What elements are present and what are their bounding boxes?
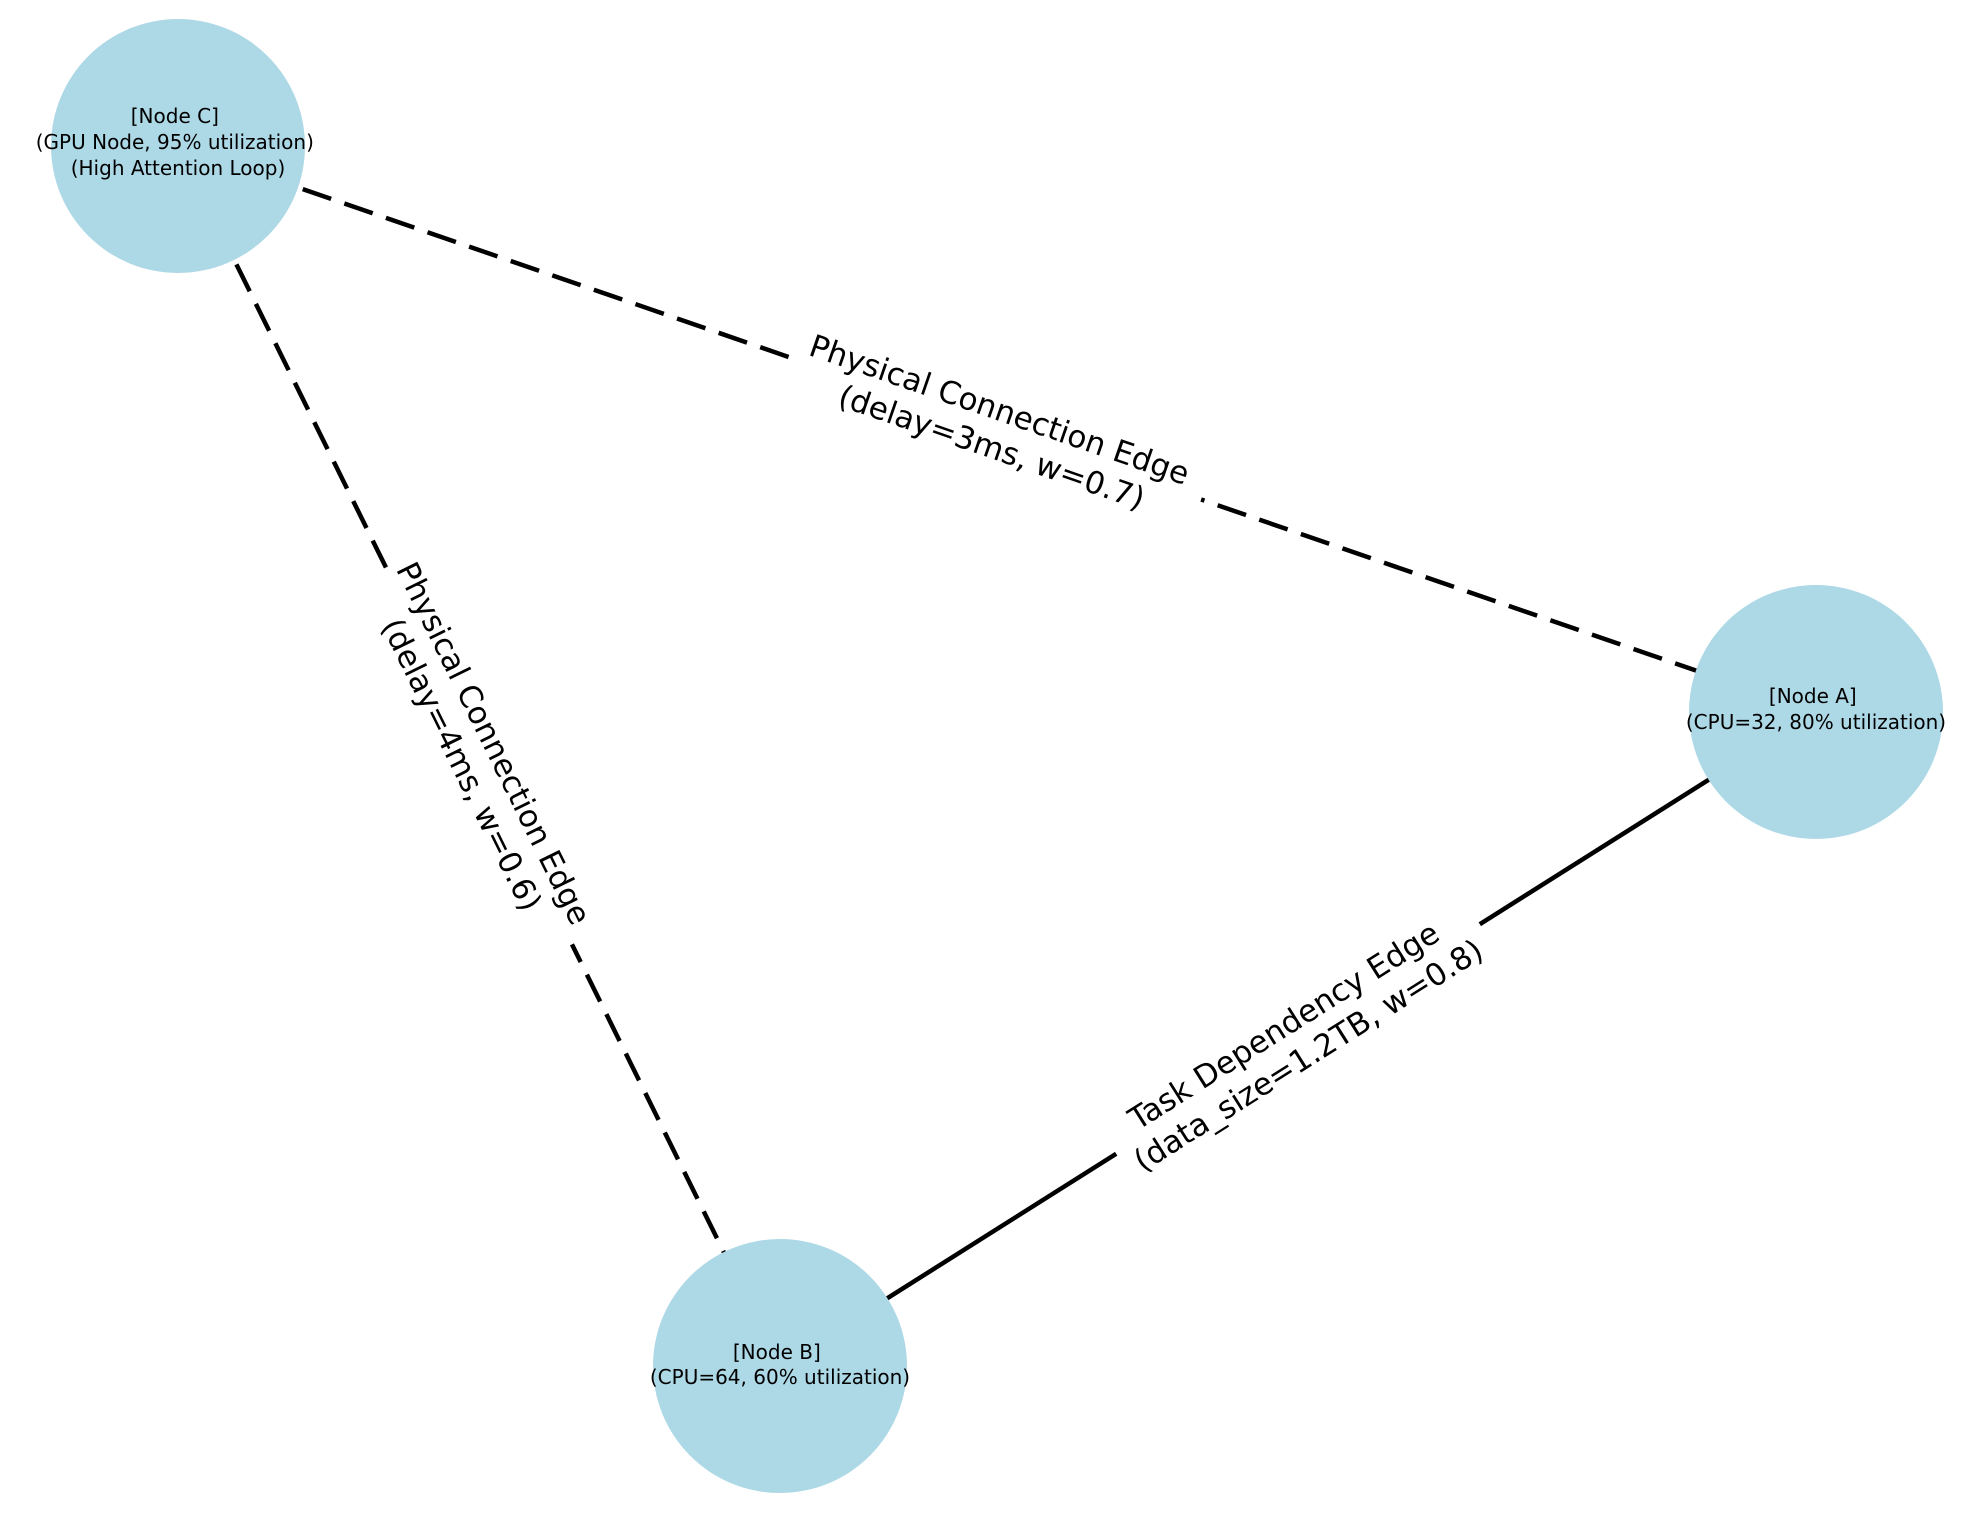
node-b-circle[interactable] xyxy=(653,1239,907,1493)
node-c-note: (High Attention Loop) xyxy=(71,156,286,180)
edge-c-a-line[interactable] xyxy=(177,143,1817,715)
node-a-detail: (CPU=32, 80% utilization) xyxy=(1686,710,1946,734)
edge-label-a-b: Task Dependency Edge (data_size=1.2TB, w… xyxy=(1088,880,1508,1198)
edge-label-c-b-background xyxy=(339,544,619,968)
node-a[interactable]: [Node A] (CPU=32, 80% utilization) xyxy=(1686,585,1946,839)
node-b-detail: (CPU=64, 60% utilization) xyxy=(650,1365,910,1389)
node-c[interactable]: [Node C] (GPU Node, 95% utilization) (Hi… xyxy=(36,19,321,273)
nodes: [Node C] (GPU Node, 95% utilization) (Hi… xyxy=(36,19,1946,1493)
node-a-label: [Node A] (CPU=32, 80% utilization) xyxy=(1686,684,1946,734)
node-b[interactable]: [Node B] (CPU=64, 60% utilization) xyxy=(650,1239,910,1493)
node-a-title: [Node A] xyxy=(1769,684,1857,708)
edge-labels: Physical Connection Edge (delay=3ms, w=0… xyxy=(339,309,1508,1198)
node-a-circle[interactable] xyxy=(1689,585,1943,839)
node-c-detail: (GPU Node, 95% utilization) xyxy=(36,130,314,154)
node-c-circle[interactable] xyxy=(51,19,305,273)
edge-label-c-b: Physical Connection Edge (delay=4ms, w=0… xyxy=(339,544,619,968)
edge-label-a-b-background xyxy=(1088,880,1508,1198)
edge-label-c-a: Physical Connection Edge (delay=3ms, w=0… xyxy=(777,309,1219,549)
node-b-title: [Node B] xyxy=(733,1340,821,1364)
node-c-title: [Node C] xyxy=(131,104,219,128)
edge-label-c-a-background xyxy=(777,309,1219,549)
node-b-label: [Node B] (CPU=64, 60% utilization) xyxy=(650,1340,910,1389)
node-c-label: [Node C] (GPU Node, 95% utilization) (Hi… xyxy=(36,104,321,180)
